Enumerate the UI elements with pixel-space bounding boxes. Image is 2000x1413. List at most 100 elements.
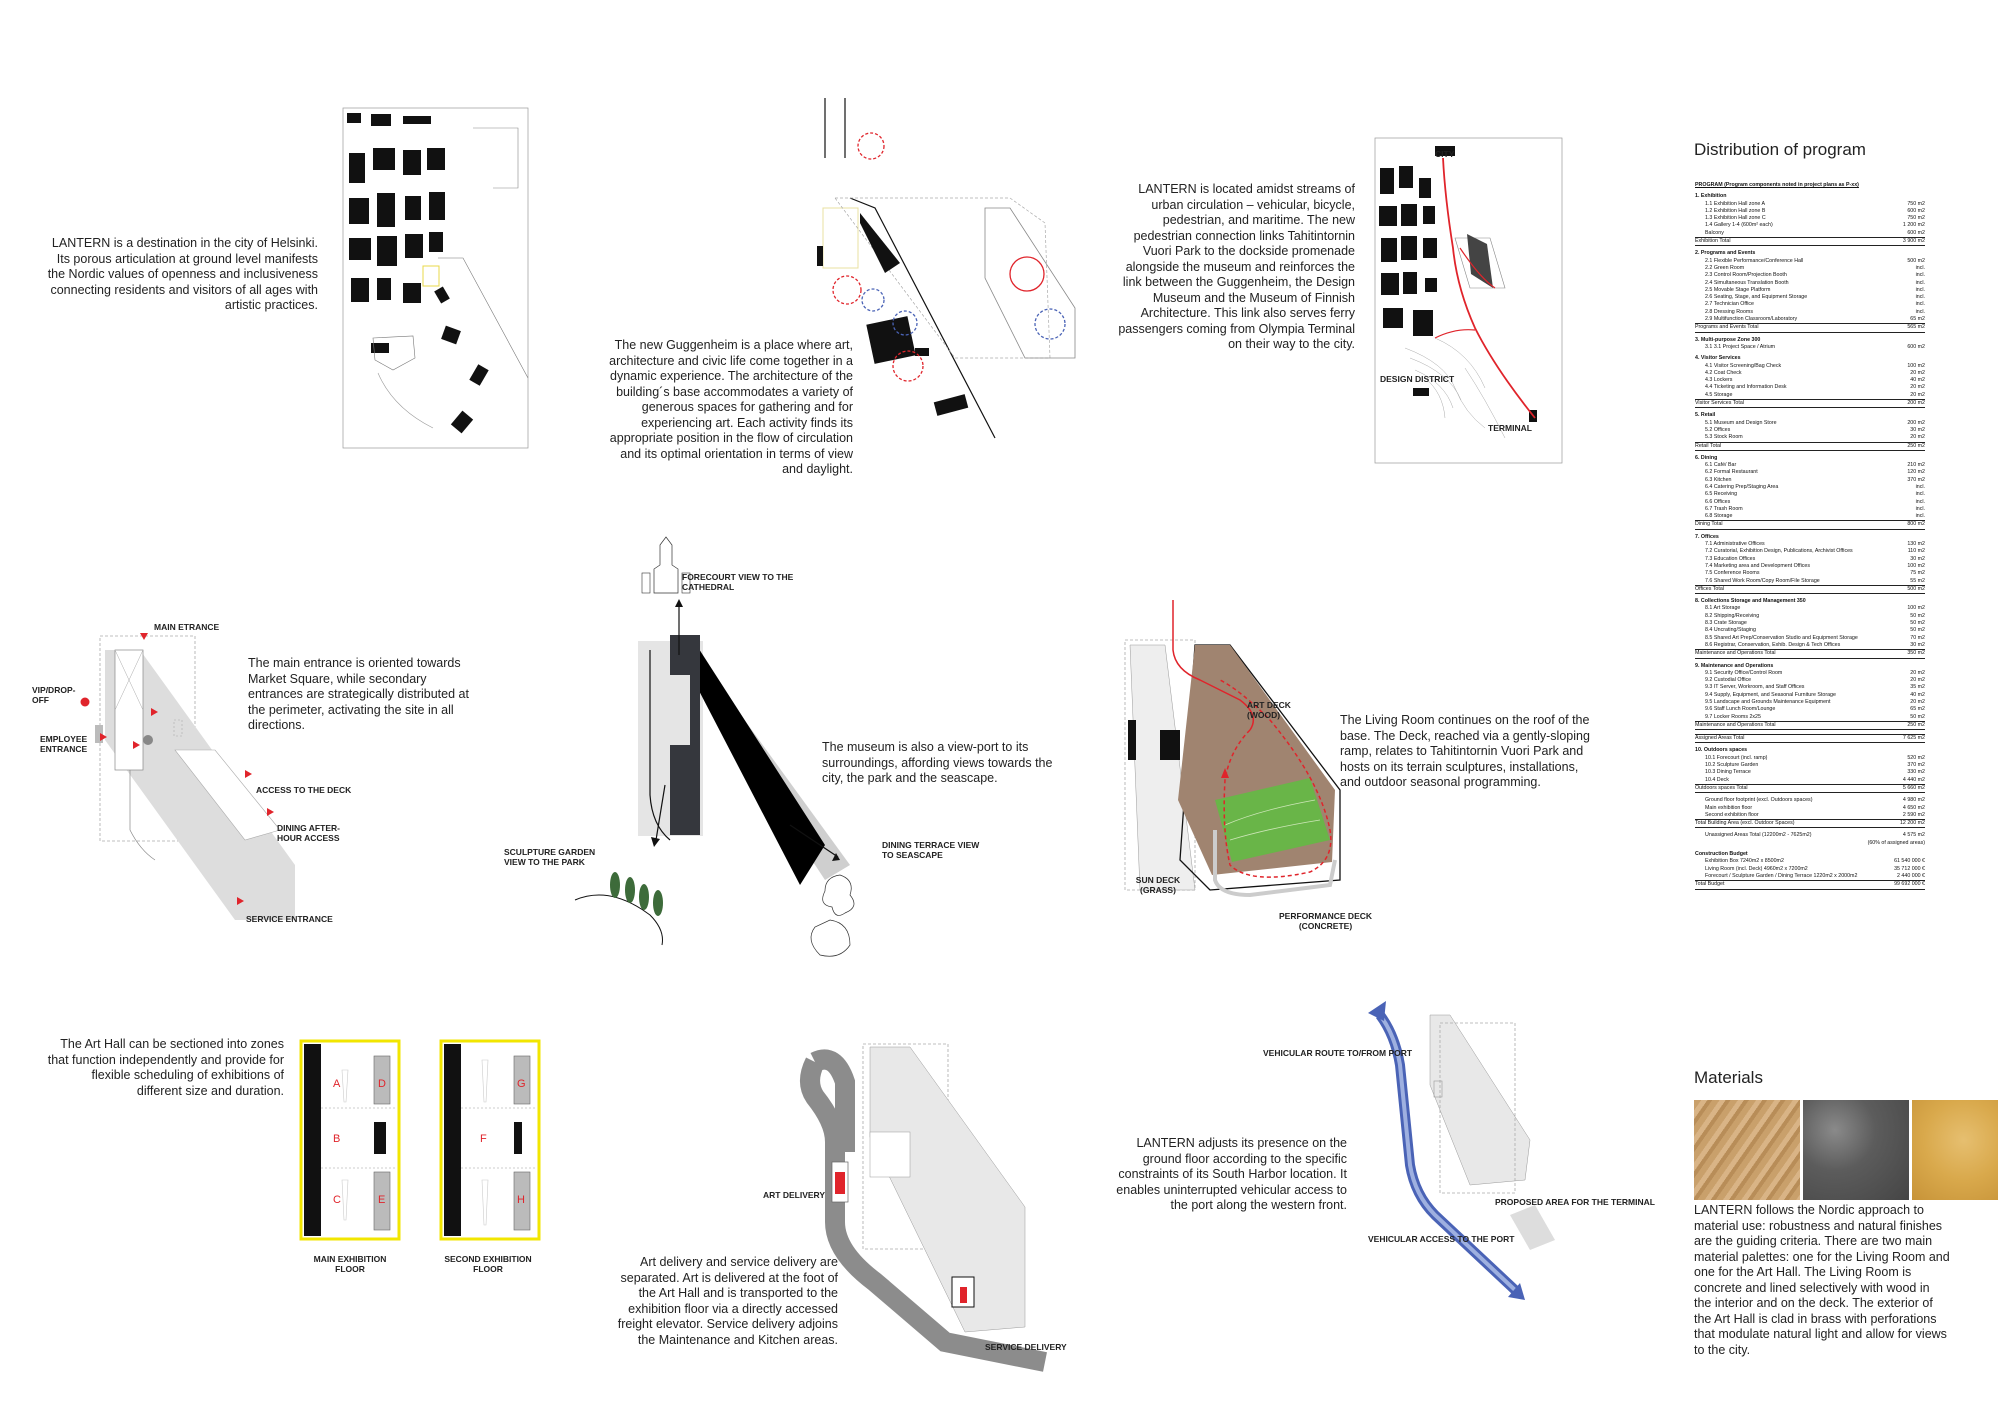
program-section-title: 2. Programs and Events [1695,250,1756,257]
zone-f: F [480,1133,487,1145]
dining-after-label: DINING AFTER-HOUR ACCESS [277,823,340,843]
city-label: CITY [1435,149,1455,159]
program-section-title: 8. Collections Storage and Management 35… [1695,598,1806,605]
circulation-text: LANTERN is located amidst streams of urb… [1118,182,1355,351]
zone-g: G [517,1078,526,1090]
main-floor-label: MAIN EXHIBITION FLOOR [313,1254,387,1274]
vehicular-route-label: VEHICULAR ROUTE TO/FROM PORT [1263,1048,1413,1058]
program-section-title: 1. Exhibition [1695,193,1727,200]
vip-label: VIP/DROP-OFF [32,685,76,705]
viewport-diagram [574,536,855,957]
art-deck-label: ART DECK (WOOD) [1247,700,1291,720]
program-header: PROGRAM (Program components noted in pro… [1695,182,1859,188]
service-delivery-label: SERVICE DELIVERY [985,1342,1067,1352]
program-row: 7.6 Shared Work Room/Copy Room/File Stor… [1705,577,1925,584]
program-row: Ground floor footprint (excl. Outdoors s… [1705,797,1925,804]
main-exhibition-floor-plan [299,1039,401,1241]
delivery-text: Art delivery and service delivery are se… [617,1255,838,1347]
delivery-diagram [800,1043,1047,1372]
materials-text: LANTERN follows the Nordic approach to m… [1694,1203,1950,1357]
program-row: 10.1 Forecourt (incl. ramp)520 m2 [1705,754,1925,761]
second-exhibition-floor-plan [439,1039,541,1241]
zone-c: C [333,1194,341,1206]
service-entrance-label: SERVICE ENTRANCE [246,914,333,924]
program-section-title: 10. Outdoors spaces [1695,747,1748,754]
entrance-text: The main entrance is oriented towards Ma… [248,656,469,732]
second-floor-label: SECOND EXHIBITION FLOOR [444,1254,532,1274]
brass-material-swatch [1912,1100,1998,1200]
helsinki-text: LANTERN is a destination in the city of … [47,236,318,312]
living-room-text: The Living Room continues on the roof of… [1340,713,1590,789]
deck-diagram [1124,600,1341,898]
art-delivery-label: ART DELIVERY [763,1190,826,1200]
viewport-text: The museum is also a view-port to its su… [822,740,1053,785]
program-row: Forecourt / Sculpture Garden / Dining Te… [1705,872,1925,879]
zone-b: B [333,1133,341,1145]
program-row: 9.3 IT Server, Workroom, and Staff Offic… [1705,684,1925,691]
program-row: Living Room (incl. Deck) 4960m2 x 7200m2… [1705,865,1925,872]
forecourt-label: FORECOURT VIEW TO THE CATHEDRAL [682,572,794,592]
vehicular-diagram [1368,1001,1555,1300]
sculpture-garden-label: SCULPTURE GARDEN VIEW TO THE PARK [504,847,596,867]
program-row: 7.2 Curatorial, Exhibition Design, Publi… [1705,548,1925,555]
program-section-title: 6. Dining [1695,454,1718,461]
employee-label: EMPLOYEE ENTRANCE [40,734,88,754]
entrances-diagram [80,633,295,920]
zone-e: E [378,1194,386,1206]
program-row: 1.4 Gallery 1-4 (600m² each)1 200 m2 [1705,222,1925,229]
program-row: 8.5 Shared Art Prep/Conservation Studio … [1705,634,1925,641]
program-row: Unassigned Areas Total (12200m2 - 7625m2… [1705,832,1925,839]
city-map-diagram [342,107,529,449]
ground-text: LANTERN adjusts its presence on the grou… [1116,1136,1347,1212]
program-row: (60% of assigned areas) [1867,839,1925,846]
art-hall-text: The Art Hall can be sectioned into zones… [47,1037,284,1098]
access-deck-label: ACCESS TO THE DECK [256,785,352,795]
program-row: 2.6 Seating, Stage, and Equipment Storag… [1705,294,1925,301]
proposed-area-label: PROPOSED AREA FOR THE TERMINAL [1495,1197,1655,1207]
program-total-row: Total Building Area (excl. Outdoor Space… [1695,819,1925,829]
main-entrance-label: MAIN ETRANCE [154,622,220,632]
zone-a: A [333,1078,341,1090]
program-row: 7.4 Marketing area and Development Offic… [1705,562,1925,569]
guggenheim-text: The new Guggenheim is a place where art,… [609,338,853,476]
concrete-material-swatch [1803,1100,1909,1200]
zone-d: D [378,1078,386,1090]
program-row: 9.4 Supply, Equipment, and Seasonal Furn… [1705,691,1925,698]
program-heading: Distribution of program [1694,140,1866,159]
vehicular-access-label: VEHICULAR ACCESS TO THE PORT [1368,1234,1515,1244]
